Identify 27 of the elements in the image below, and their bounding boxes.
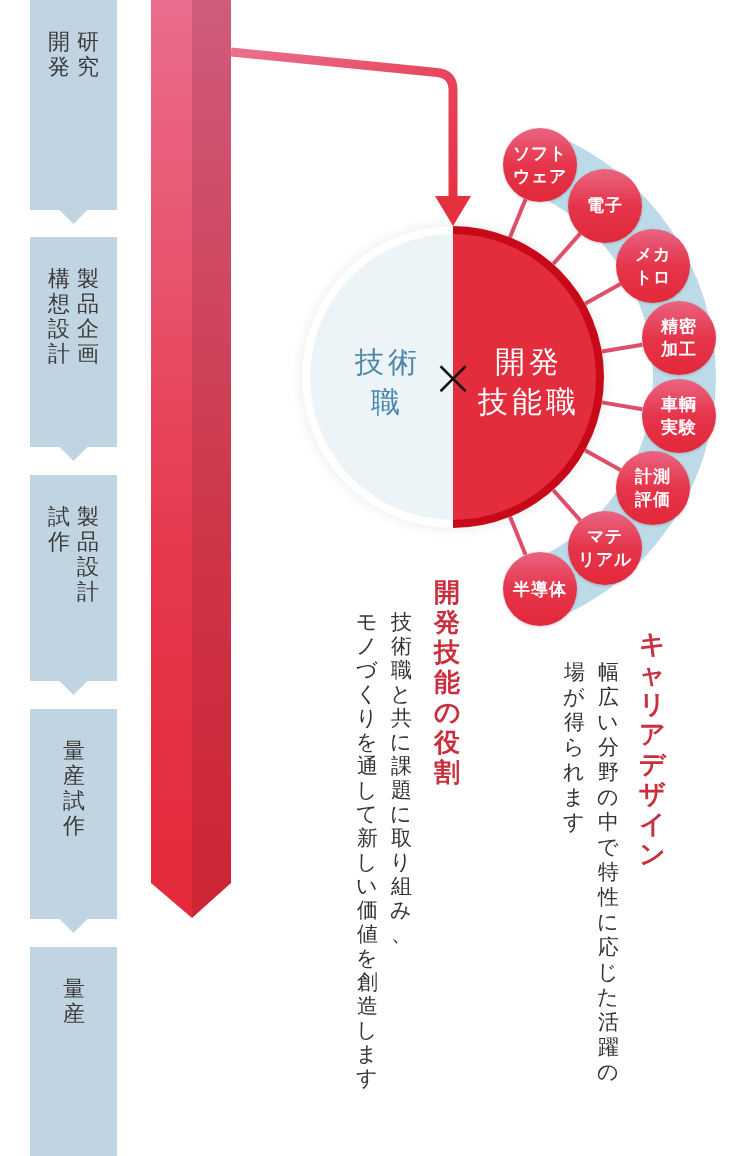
section-heading: 開発技能の役割 (432, 577, 462, 787)
bubble: 計測評価 (616, 451, 691, 526)
body-text: 幅広い分野の中で特性に応じた活躍の場が得られます (562, 660, 620, 1085)
chevron (59, 681, 88, 695)
chevron (59, 210, 88, 224)
bubble: 半導体 (502, 552, 577, 626)
bubble: ソフトウェア (502, 127, 577, 202)
section-heading: キャリアデザイン (637, 629, 668, 869)
body-text: 技術職と共に課題に取り組み、モノづくりを通して新しい価値を創造します (355, 610, 413, 1090)
stage-box: 量産試作 (30, 709, 117, 919)
connector-line (601, 342, 643, 354)
connector-line (551, 232, 582, 266)
connector-line (584, 282, 622, 306)
arrow (230, 47, 471, 226)
connector-line (601, 400, 643, 412)
connector-line (508, 516, 528, 556)
connector-line (584, 448, 622, 472)
arrow-band (151, 0, 231, 918)
connector-line (551, 488, 582, 522)
stage-box: 製品設計試作 (30, 475, 117, 681)
chevron (59, 919, 88, 933)
stage-box: 研究開発 (30, 0, 117, 210)
stage-box: 製品企画構想設計 (30, 237, 117, 447)
connector-line (508, 198, 528, 238)
stage-box: 量産 (30, 947, 117, 1156)
chevron (59, 447, 88, 461)
bubble: マテリアル (567, 511, 642, 586)
